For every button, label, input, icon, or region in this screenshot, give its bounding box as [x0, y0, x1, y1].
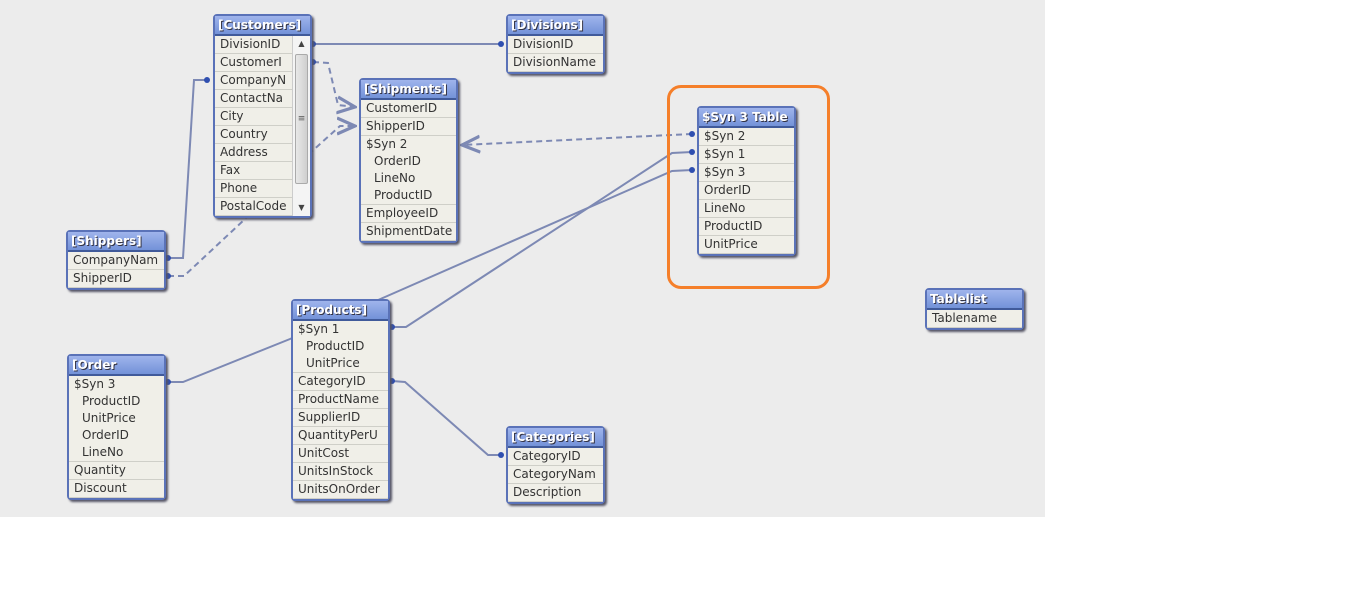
field-row[interactable]: CategoryID — [293, 373, 388, 391]
field-row[interactable]: CustomerI — [215, 54, 292, 72]
link-syn2 — [462, 133, 693, 145]
table-title[interactable]: [Categories] — [508, 428, 603, 448]
field-row[interactable]: UnitsOnOrder — [293, 481, 388, 499]
field-row[interactable]: SupplierID — [293, 409, 388, 427]
field-row[interactable]: ProductName — [293, 391, 388, 409]
field-row[interactable]: DivisionID — [508, 36, 603, 54]
field-row[interactable]: UnitCost — [293, 445, 388, 463]
field-row[interactable]: DivisionName — [508, 54, 603, 72]
field-row[interactable]: ContactNa — [215, 90, 292, 108]
table-title[interactable]: [Products] — [293, 301, 388, 321]
field-row[interactable]: ProductID — [82, 394, 141, 408]
field-row[interactable]: $Syn 1 — [699, 146, 794, 164]
table-title[interactable]: [Customers] — [215, 16, 310, 36]
table-title[interactable]: [Order — [69, 356, 164, 376]
field-row[interactable]: OrderID — [374, 154, 421, 168]
field-row[interactable]: UnitPrice — [293, 355, 388, 373]
field-row[interactable]: UnitPrice — [82, 411, 136, 425]
field-row[interactable]: OrderID — [82, 428, 129, 442]
scroll-thumb[interactable]: ≡ — [295, 54, 308, 184]
field-row[interactable]: $Syn 3 — [699, 164, 794, 182]
field-row[interactable]: UnitsInStock — [293, 463, 388, 481]
field-row[interactable]: ProductID — [306, 339, 365, 353]
link-categoryid — [391, 380, 501, 456]
field-row[interactable]: Tablename — [927, 310, 1022, 328]
field-row[interactable]: Discount — [69, 480, 164, 498]
field-row[interactable]: Description — [508, 484, 603, 502]
field-row[interactable]: $Syn 2 — [699, 128, 794, 146]
field-row[interactable]: City — [215, 108, 292, 126]
field-row[interactable]: Phone — [215, 180, 292, 198]
field-row[interactable]: Country — [215, 126, 292, 144]
field-row[interactable]: LineNo — [374, 171, 416, 185]
field-row[interactable]: LineNo — [699, 200, 794, 218]
field-row[interactable]: CompanyN — [215, 72, 292, 90]
table-title[interactable]: $Syn 3 Table — [699, 108, 794, 128]
field-row[interactable]: $Syn 2 — [366, 137, 408, 151]
table-title[interactable]: [Shipments] — [361, 80, 456, 100]
field-row[interactable]: QuantityPerU — [293, 427, 388, 445]
field-row[interactable]: CustomerID — [361, 100, 456, 118]
field-row[interactable]: CompanyNam — [68, 252, 164, 270]
field-row[interactable]: DivisionID — [215, 36, 292, 54]
table-title[interactable]: [Divisions] — [508, 16, 603, 36]
link-customerid — [312, 61, 355, 107]
field-row[interactable]: CategoryNam — [508, 466, 603, 484]
link-syn1 — [392, 151, 693, 328]
field-row[interactable]: OrderID — [699, 182, 794, 200]
field-row[interactable]: Address — [215, 144, 292, 162]
field-row[interactable]: CategoryID — [508, 448, 603, 466]
scrollbar[interactable]: ▲ ≡ ▼ — [292, 36, 310, 216]
field-row[interactable]: ShipmentDate — [361, 223, 456, 241]
link-companyname — [168, 79, 207, 259]
field-row[interactable]: PostalCode — [215, 198, 292, 216]
field-row[interactable]: ProductID — [361, 187, 456, 205]
field-row[interactable]: ShipperID — [68, 270, 164, 288]
scroll-up-icon[interactable]: ▲ — [298, 39, 305, 48]
field-row[interactable]: ProductID — [699, 218, 794, 236]
field-row[interactable]: Fax — [215, 162, 292, 180]
scroll-down-icon[interactable]: ▼ — [298, 203, 305, 212]
field-row[interactable]: Quantity — [69, 462, 164, 480]
field-row[interactable]: ShipperID — [361, 118, 456, 136]
table-title[interactable]: [Shippers] — [68, 232, 164, 252]
table-title[interactable]: Tablelist — [927, 290, 1022, 310]
field-row[interactable]: $Syn 3 — [74, 377, 116, 391]
field-row[interactable]: $Syn 1 — [298, 322, 340, 336]
field-row[interactable]: EmployeeID — [361, 205, 456, 223]
field-row[interactable]: UnitPrice — [699, 236, 794, 254]
field-row[interactable]: LineNo — [69, 444, 164, 462]
